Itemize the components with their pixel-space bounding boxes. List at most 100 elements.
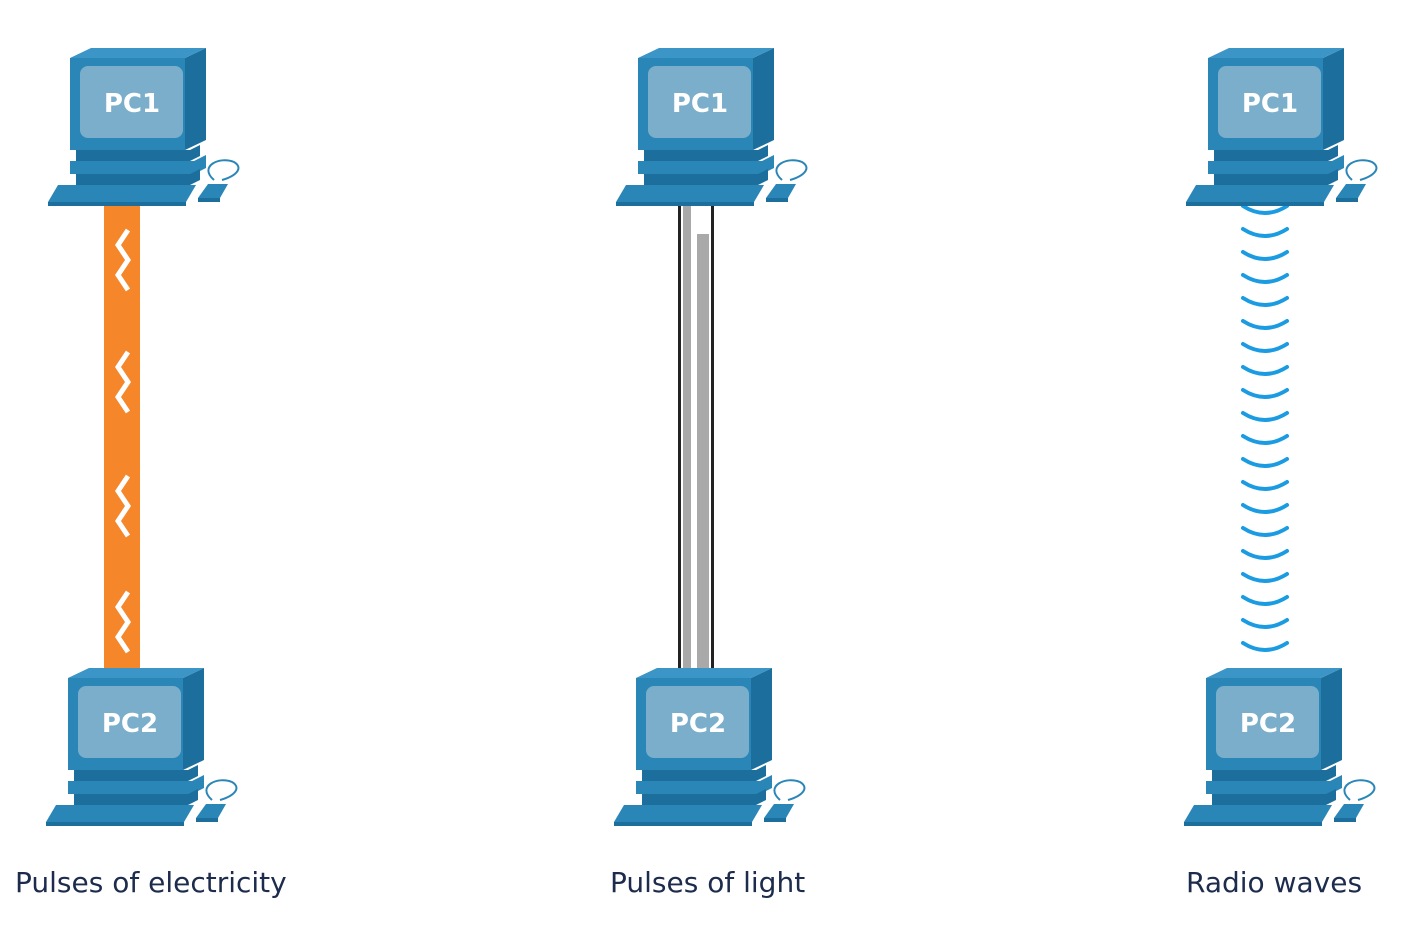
radio-wave-arc: [1241, 342, 1289, 353]
pc-label: PC2: [102, 709, 158, 739]
keyboard-icon: [48, 185, 196, 202]
radio-wave-arc: [1241, 319, 1289, 330]
monitor-side: [183, 668, 204, 770]
monitor-side: [751, 668, 772, 770]
radio-wave-arc: [1241, 227, 1289, 238]
pc2-electricity: PC2: [46, 668, 238, 826]
radio-wave-arc: [1241, 273, 1289, 284]
mouse-icon: [1334, 804, 1364, 818]
keyboard-edge: [1184, 822, 1322, 826]
mouse-edge: [1336, 198, 1358, 202]
keyboard-edge: [614, 822, 752, 826]
computer-case: [70, 155, 206, 174]
keyboard-icon: [616, 185, 764, 202]
computer-case-lower: [1214, 169, 1338, 185]
electric-pulse-icon: [114, 228, 132, 292]
monitor-screen: [78, 686, 181, 758]
fiber-cable-core: [697, 234, 709, 672]
monitor-top: [1208, 48, 1344, 58]
mouse-cord: [1345, 159, 1378, 181]
radio-wave-arc: [1241, 526, 1289, 537]
monitor-top: [1206, 668, 1342, 678]
keyboard-edge: [46, 822, 184, 826]
mouse-edge: [196, 818, 218, 822]
radio-wave-arc: [1241, 411, 1289, 422]
mouse-icon: [764, 804, 794, 818]
monitor-side: [1323, 48, 1344, 150]
mouse-icon: [766, 184, 796, 198]
radio-waves: [1241, 204, 1289, 652]
mouse-edge: [764, 818, 786, 822]
pc1-electricity: PC1: [48, 48, 240, 206]
pc2-light: PC2: [614, 668, 806, 826]
mouse-cord: [1343, 779, 1376, 801]
copper-cable: [104, 200, 140, 672]
pc1-radio: PC1: [1186, 48, 1378, 206]
mouse-cord: [205, 779, 238, 801]
electric-pulse-icon: [114, 474, 132, 538]
computer-case-lower: [644, 169, 768, 185]
computer-base: [1214, 145, 1338, 161]
radio-wave-arc: [1241, 457, 1289, 468]
computer-case-lower: [642, 789, 766, 805]
mouse-icon: [196, 804, 226, 818]
mouse-cord: [775, 159, 808, 181]
computer-base: [644, 145, 768, 161]
monitor-top: [68, 668, 204, 678]
radio-wave-arc: [1241, 595, 1289, 606]
fiber-cable-core: [683, 200, 691, 672]
mouse-icon: [198, 184, 228, 198]
radio-wave-arc: [1241, 365, 1289, 376]
caption-electricity: Pulses of electricity: [15, 866, 287, 899]
computer-case-lower: [76, 169, 200, 185]
keyboard-edge: [616, 202, 754, 206]
monitor-side: [185, 48, 206, 150]
monitor-top: [638, 48, 774, 58]
pc1-light: PC1: [616, 48, 808, 206]
keyboard-edge: [48, 202, 186, 206]
radio-wave-arc: [1241, 434, 1289, 445]
fiber-cable: [678, 200, 714, 672]
mouse-cord: [773, 779, 806, 801]
mouse-icon: [1336, 184, 1366, 198]
computer-case-lower: [74, 789, 198, 805]
pc-label: PC2: [670, 709, 726, 739]
panel-electricity: [104, 200, 140, 672]
mouse-edge: [1334, 818, 1356, 822]
monitor-screen: [1216, 686, 1319, 758]
monitor-side: [753, 48, 774, 150]
radio-wave-arc: [1241, 250, 1289, 261]
computer-case: [1206, 775, 1342, 794]
keyboard-icon: [1186, 185, 1334, 202]
monitor-screen: [646, 686, 749, 758]
radio-wave-arc: [1241, 549, 1289, 560]
computer-base: [1212, 765, 1336, 781]
computer-case-lower: [1212, 789, 1336, 805]
caption-radio: Radio waves: [1186, 866, 1363, 899]
monitor-screen: [648, 66, 751, 138]
radio-wave-arc: [1241, 480, 1289, 491]
monitor-top: [636, 668, 772, 678]
caption-light: Pulses of light: [610, 866, 806, 899]
computer-case: [638, 155, 774, 174]
mouse-edge: [198, 198, 220, 202]
radio-wave-arc: [1241, 204, 1289, 215]
radio-wave-arc: [1241, 388, 1289, 399]
electric-pulse-icon: [114, 350, 132, 414]
radio-wave-arc: [1241, 503, 1289, 514]
keyboard-edge: [1186, 202, 1324, 206]
electric-pulse-icon: [114, 590, 132, 654]
keyboard-icon: [1184, 805, 1332, 822]
monitor-screen: [80, 66, 183, 138]
pc-label: PC2: [1240, 709, 1296, 739]
keyboard-icon: [46, 805, 194, 822]
radio-wave-arc: [1241, 572, 1289, 583]
radio-wave-arc: [1241, 618, 1289, 629]
monitor-screen: [1218, 66, 1321, 138]
monitor-side: [1321, 668, 1342, 770]
monitor-top: [70, 48, 206, 58]
computer-base: [76, 145, 200, 161]
